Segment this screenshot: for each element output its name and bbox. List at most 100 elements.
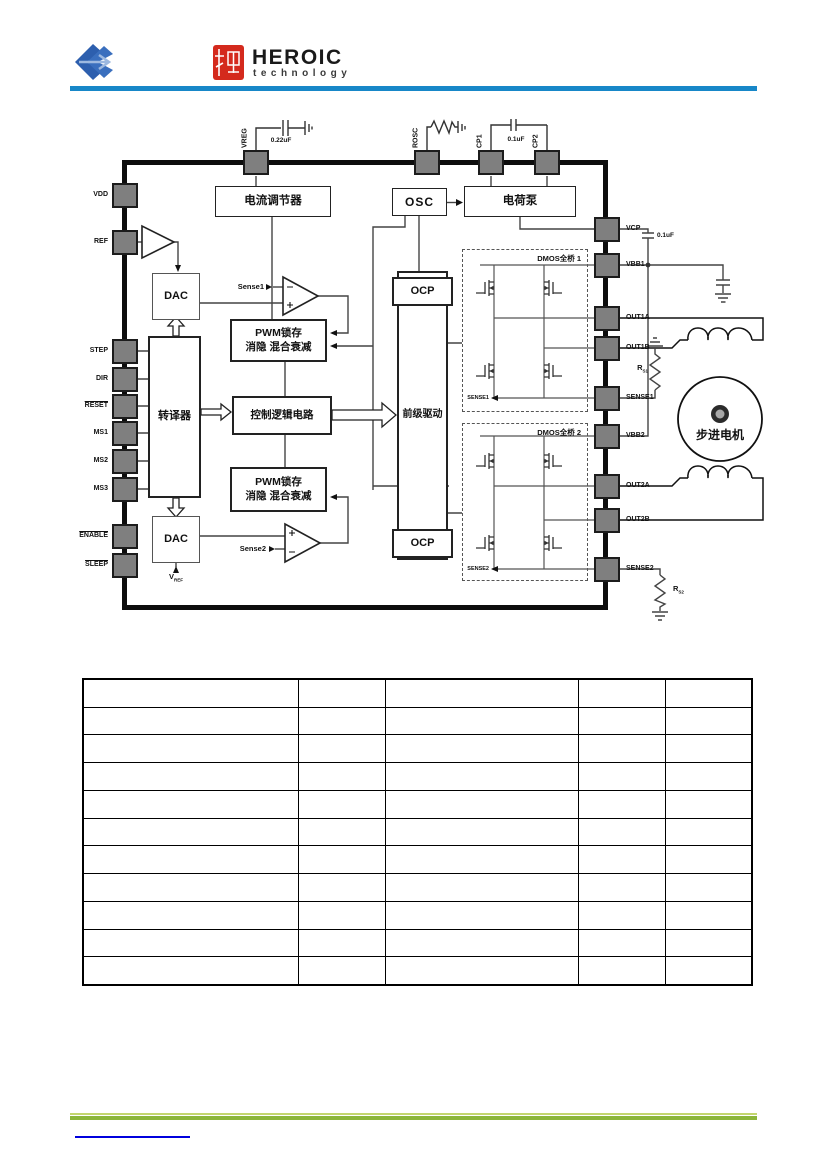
rs1-label: RS1 xyxy=(637,363,648,374)
pin-enable xyxy=(112,524,138,549)
table-cell xyxy=(666,902,751,929)
pin-ref xyxy=(112,230,138,255)
table-cell xyxy=(84,735,299,763)
cp-cap-circuit xyxy=(490,119,548,150)
sense2-label: Sense2 xyxy=(239,544,266,553)
table-cell xyxy=(299,957,387,985)
pin-label-sense2: SENSE2 xyxy=(626,565,654,572)
sense1-label: Sense1 xyxy=(237,282,264,291)
header-divider xyxy=(70,86,757,91)
table-cell xyxy=(84,763,299,790)
table-cell xyxy=(386,735,579,763)
pwm1-line1: PWM锁存 xyxy=(255,327,302,340)
bridge2-sense-label: SENSE2 xyxy=(467,566,489,572)
pin-sense1 xyxy=(594,386,620,411)
bus-arrows xyxy=(166,316,397,518)
block-pwm1: PWM锁存 消隐 混合衰减 xyxy=(230,319,327,362)
bridge2-box: DMOS全桥 2 xyxy=(462,423,588,581)
pin-ms3 xyxy=(112,477,138,502)
predriver-label: 前级驱动 xyxy=(399,402,446,428)
table-cell xyxy=(84,957,299,985)
pwm1-line2: 消隐 混合衰减 xyxy=(245,340,312,353)
vcp-cap-circuit xyxy=(620,228,731,437)
table-cell xyxy=(386,846,579,874)
table-cell xyxy=(84,680,299,707)
table-cell xyxy=(299,680,387,707)
table-cell xyxy=(386,957,579,985)
pin-ms2 xyxy=(112,449,138,474)
pin-out1a xyxy=(594,306,620,331)
table-cell xyxy=(666,957,751,984)
table-cell xyxy=(299,707,387,735)
table-row xyxy=(84,957,751,985)
bridge2-title: DMOS全桥 2 xyxy=(537,428,581,437)
pin-label-vreg: VREG xyxy=(241,128,249,148)
pin-sleep xyxy=(112,553,138,578)
pin-out1b xyxy=(594,336,620,361)
table-cell xyxy=(579,818,667,846)
rs2-resistor-circuit xyxy=(620,568,668,621)
block-diagram: 电流调节器 OSC 电荷泵 DAC PWM锁存 消隐 混合衰减 转译器 控制逻辑… xyxy=(79,127,744,595)
brand-name: HEROIC xyxy=(252,46,343,69)
pin-label-rosc: ROSC xyxy=(412,127,420,148)
table-cell xyxy=(579,874,667,901)
table-cell xyxy=(386,680,579,707)
pin-vcp xyxy=(594,217,620,242)
bridge2-wires xyxy=(480,435,594,570)
pin-label-out1b: OUT1B xyxy=(626,344,650,351)
pin-label-ms3: MS3 xyxy=(93,485,108,492)
footer-divider-dark xyxy=(70,1116,757,1120)
table-row xyxy=(84,901,751,930)
pin-cp2 xyxy=(534,150,560,175)
bridge1-title: DMOS全桥 1 xyxy=(537,254,581,263)
bridge1-sense-label: SENSE1 xyxy=(467,395,489,401)
pin-label-cp2: CP2 xyxy=(532,134,540,148)
pin-label-dir: DIR xyxy=(95,375,108,382)
pin-label-ms2: MS2 xyxy=(93,457,108,464)
table-cell xyxy=(579,901,667,929)
table-cell xyxy=(299,735,387,763)
brand-subtitle: technology xyxy=(253,68,352,79)
block-pwm2: PWM锁存 消隐 混合衰减 xyxy=(230,467,327,512)
bridge1-wires xyxy=(480,264,594,399)
stepper-motor-icon xyxy=(677,376,763,462)
pin-out2a xyxy=(594,474,620,499)
table-cell xyxy=(84,874,299,901)
phase2-coil-icon xyxy=(620,465,764,521)
table-row xyxy=(84,735,751,764)
company-logo-icon xyxy=(75,44,113,80)
table-cell xyxy=(666,819,751,846)
pin-label-out2a: OUT2A xyxy=(626,482,650,489)
pin-label-ms1: MS1 xyxy=(93,429,108,436)
seal-logo xyxy=(213,45,244,80)
table-cell xyxy=(386,818,579,846)
table-cell xyxy=(84,790,299,818)
cap-vreg-label: 0.22uF xyxy=(270,137,292,144)
pin-label-vdd: VDD xyxy=(93,191,108,198)
spec-table xyxy=(82,678,753,986)
table-row xyxy=(84,790,751,819)
table-cell xyxy=(579,735,667,763)
table-cell xyxy=(386,901,579,929)
pin-ms1 xyxy=(112,421,138,446)
motor-label: 步进电机 xyxy=(695,428,744,442)
table-cell xyxy=(299,901,387,929)
comparator1-icon xyxy=(282,275,320,317)
block-ocp1: OCP xyxy=(392,277,453,306)
pin-vbb2 xyxy=(594,424,620,449)
pin-sense2 xyxy=(594,557,620,582)
block-current-regulator: 电流调节器 xyxy=(215,186,331,217)
phase1-coil-icon xyxy=(620,317,764,349)
footer-link[interactable] xyxy=(75,1136,190,1138)
pin-vbb1 xyxy=(594,253,620,278)
table-cell xyxy=(666,874,751,901)
table-cell xyxy=(666,680,751,707)
cap-cp-label: 0.1uF xyxy=(507,136,525,143)
pin-vdd xyxy=(112,183,138,208)
pin-label-out1a: OUT1A xyxy=(626,314,650,321)
pin-cp1 xyxy=(478,150,504,175)
table-row xyxy=(84,763,751,791)
table-row xyxy=(84,680,751,708)
table-cell xyxy=(386,929,579,957)
pin-rosc xyxy=(414,150,440,175)
